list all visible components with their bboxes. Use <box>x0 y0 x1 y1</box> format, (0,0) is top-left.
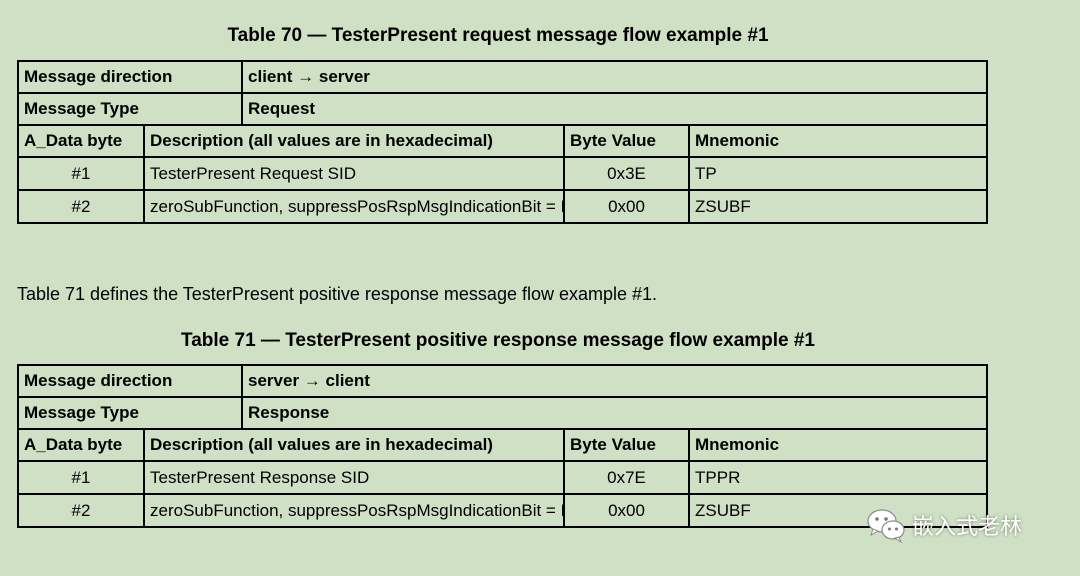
message-direction-label: Message direction <box>16 60 244 94</box>
table-71-caption: Table 71 — TesterPresent positive respon… <box>181 330 815 351</box>
cell-byte-index: #1 <box>17 460 145 495</box>
cell-description: zeroSubFunction, suppressPosRspMsgIndica… <box>142 493 566 528</box>
table-70: Message direction client → server Messag… <box>16 60 989 224</box>
table-row: #2 zeroSubFunction, suppressPosRspMsgInd… <box>17 189 989 224</box>
table-row: #1 TesterPresent Response SID 0x7E TPPR <box>17 460 989 495</box>
message-type-label: Message Type <box>16 396 244 430</box>
message-direction-label: Message direction <box>16 364 244 398</box>
cell-byte-value: 0x00 <box>563 493 691 528</box>
message-type-value: Request <box>241 92 989 126</box>
wechat-icon <box>867 509 905 543</box>
column-header-row: A_Data byte Description (all values are … <box>17 428 989 462</box>
message-type-label: Message Type <box>16 92 244 126</box>
table-row: #2 zeroSubFunction, suppressPosRspMsgInd… <box>17 493 989 528</box>
intro-paragraph: Table 71 defines the TesterPresent posit… <box>17 284 658 304</box>
cell-byte-value: 0x00 <box>563 189 691 224</box>
cell-byte-index: #2 <box>17 493 145 528</box>
column-header-row: A_Data byte Description (all values are … <box>17 124 989 158</box>
message-direction-row: Message direction server → client <box>16 364 989 398</box>
message-direction-row: Message direction client → server <box>16 60 989 94</box>
cell-description: zeroSubFunction, suppressPosRspMsgIndica… <box>142 189 566 224</box>
cell-description: TesterPresent Response SID <box>142 460 566 495</box>
watermark: 嵌入式老林 <box>866 507 1022 543</box>
header-byte-value: Byte Value <box>563 124 691 158</box>
message-direction-value: client → server <box>241 60 989 94</box>
cell-mnemonic: TPPR <box>688 460 989 495</box>
header-description: Description (all values are in hexadecim… <box>142 124 566 158</box>
header-a-data-byte: A_Data byte <box>17 124 145 158</box>
cell-byte-index: #2 <box>17 189 145 224</box>
cell-byte-value: 0x7E <box>563 460 691 495</box>
watermark-text: 嵌入式老林 <box>912 514 1023 539</box>
message-type-row: Message Type Request <box>16 92 989 126</box>
cell-mnemonic: ZSUBF <box>688 493 989 528</box>
message-direction-value: server → client <box>241 364 989 398</box>
table-row: #1 TesterPresent Request SID 0x3E TP <box>17 156 989 191</box>
header-mnemonic: Mnemonic <box>688 124 989 158</box>
header-description: Description (all values are in hexadecim… <box>142 428 566 462</box>
message-type-value: Response <box>241 396 989 430</box>
table-70-caption: Table 70 — TesterPresent request message… <box>227 25 769 46</box>
cell-byte-value: 0x3E <box>563 156 691 191</box>
header-mnemonic: Mnemonic <box>688 428 989 462</box>
cell-description: TesterPresent Request SID <box>142 156 566 191</box>
message-type-row: Message Type Response <box>16 396 989 430</box>
header-a-data-byte: A_Data byte <box>17 428 145 462</box>
table-71: Message direction server → client Messag… <box>16 364 989 528</box>
cell-mnemonic: TP <box>688 156 989 191</box>
cell-mnemonic: ZSUBF <box>688 189 989 224</box>
header-byte-value: Byte Value <box>563 428 691 462</box>
cell-byte-index: #1 <box>17 156 145 191</box>
